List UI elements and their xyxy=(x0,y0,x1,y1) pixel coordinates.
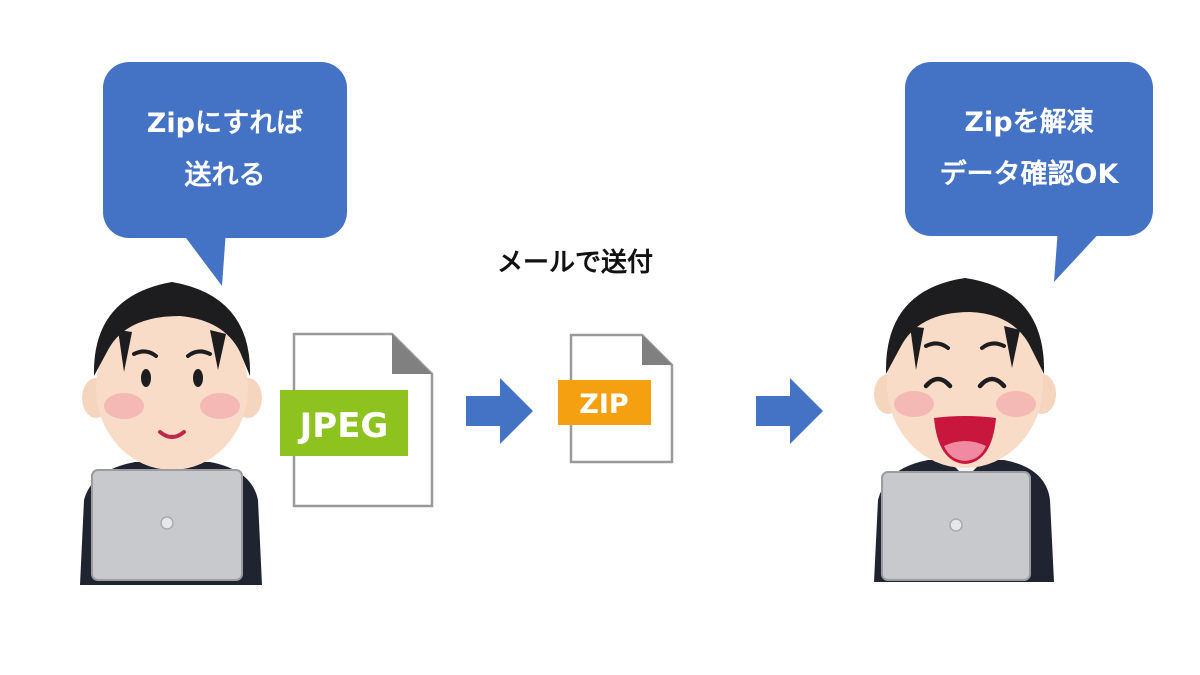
left-speech-bubble: Zipにすれば 送れる xyxy=(103,62,347,238)
right-speech-bubble: Zipを解凍 データ確認OK xyxy=(905,62,1153,236)
send-by-email-caption: メールで送付 xyxy=(496,248,653,278)
right-bubble-line-1: Zipを解凍 xyxy=(964,107,1094,138)
left-bubble-line-1: Zipにすれば xyxy=(146,108,304,139)
zip-label-background xyxy=(558,380,651,425)
left-bubble-line-2: 送れる xyxy=(184,160,266,191)
jpeg-label: JPEG xyxy=(298,406,389,446)
right-bubble-line-2: データ確認OK xyxy=(939,159,1119,190)
zip-label: ZIP xyxy=(579,389,628,420)
jpeg-label-background xyxy=(280,390,408,456)
